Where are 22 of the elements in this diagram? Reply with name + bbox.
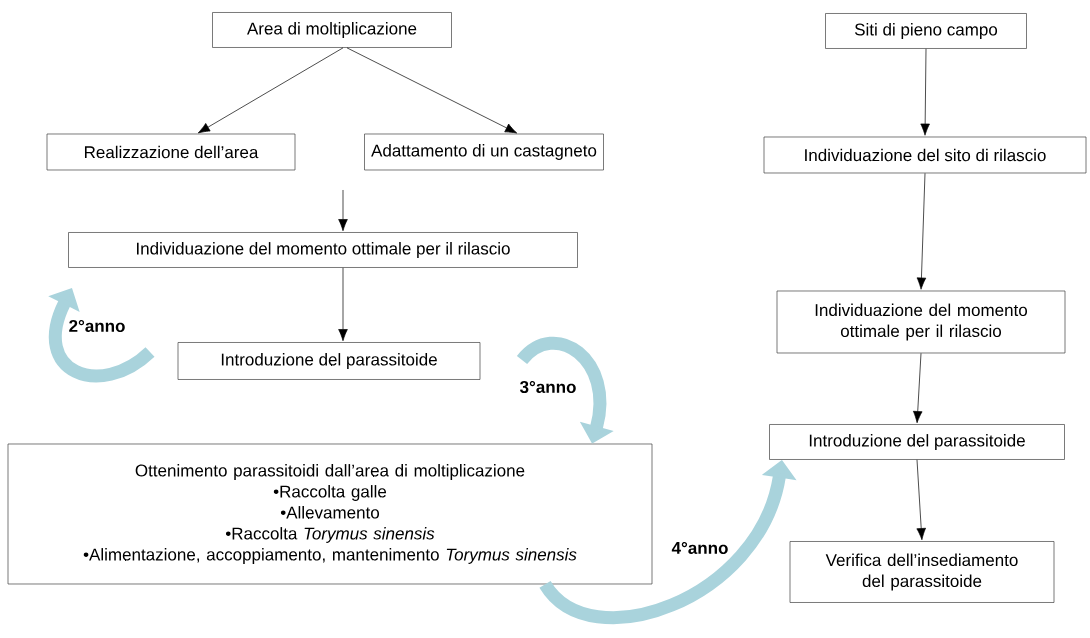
arrow: [916, 459, 926, 541]
arrow: [346, 47, 518, 134]
process-box: Introduzione del parassitoide: [177, 342, 481, 380]
arrow: [338, 267, 348, 342]
process-box: Area di moltiplicazione: [212, 12, 452, 48]
arrow: [916, 173, 927, 290]
process-box: Adattamento di un castagneto: [364, 133, 604, 171]
year-label: 2°anno: [69, 319, 125, 332]
arrow: [920, 48, 930, 136]
edge-label: 3°anno: [518, 379, 578, 394]
process-box: Individuazione del momento ottimale per il rilascio: [68, 232, 578, 268]
process-box: Realizzazione dell’area: [46, 133, 296, 171]
process-box: Introduzione del parassitoide: [769, 424, 1065, 460]
process-box: Ottenimento parassitoidi dall’area di moltiplicazione •Raccolta galle •Allevamento •Raccolta Torymus sinensis •Alimentazione, accoppiamento, mantenimento Torymus sinensis: [7, 443, 653, 585]
process-box: Individuazione del sito di rilascio: [763, 136, 1087, 174]
process-box: Verifica dell’insediamento del parassitoide: [789, 541, 1055, 603]
arrow: [913, 353, 923, 424]
process-box: Individuazione del momento ottimale per il rilascio: [776, 290, 1066, 354]
edge-label: 4°anno: [670, 541, 730, 555]
process-box: Siti di pieno campo: [825, 13, 1027, 49]
arrow: [197, 47, 344, 134]
arrow: [338, 189, 348, 232]
